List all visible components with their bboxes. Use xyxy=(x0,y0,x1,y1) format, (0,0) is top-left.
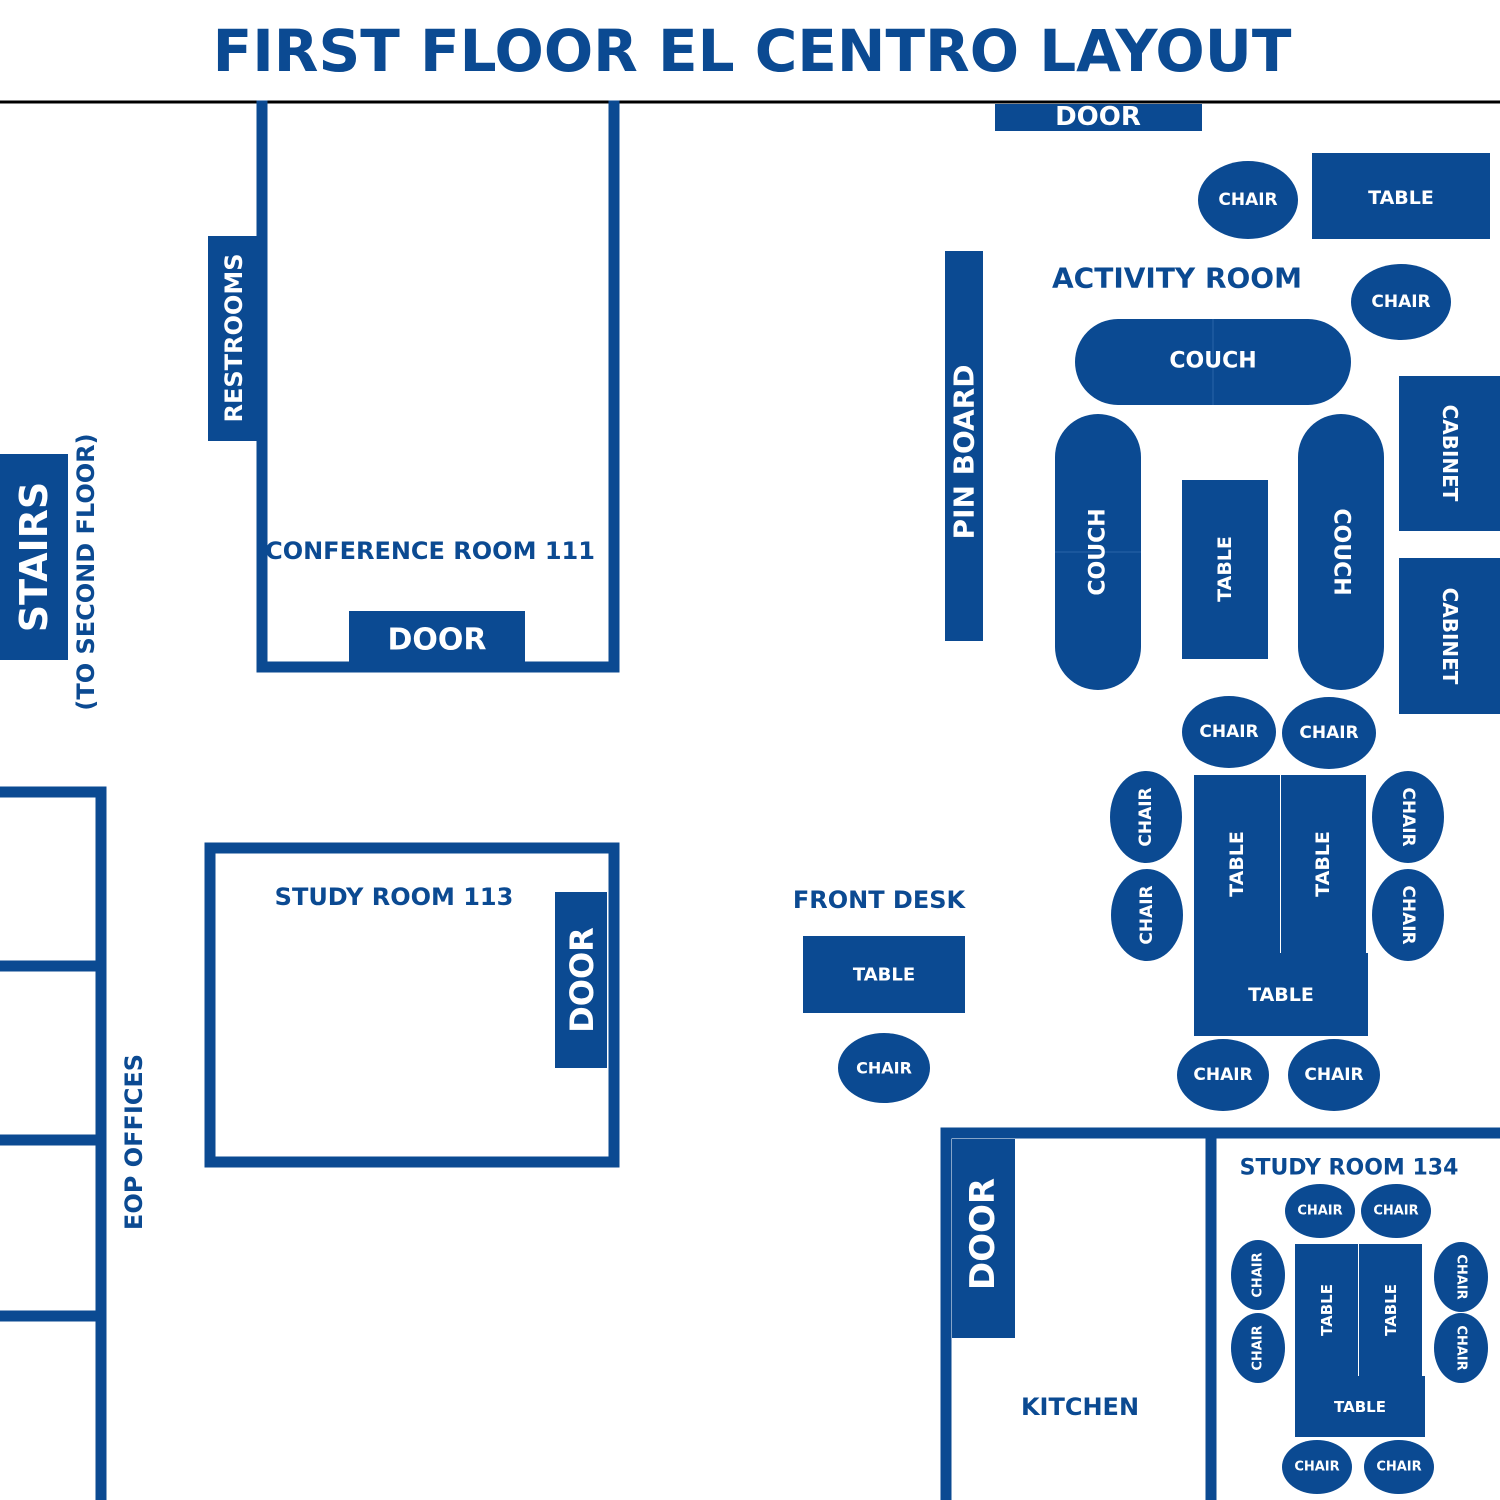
study-134-table-bottom xyxy=(1295,1376,1425,1437)
activity-chair xyxy=(1372,869,1444,961)
study-room-113-walls xyxy=(204,842,620,1168)
activity-chair-label: CHAIR xyxy=(1193,1065,1252,1085)
activity-couch-top-label: COUCH xyxy=(1169,349,1256,374)
activity-table-center xyxy=(1182,480,1268,659)
study-134-table-left xyxy=(1295,1244,1358,1376)
activity-chair-label: CHAIR xyxy=(1136,787,1156,846)
activity-table-bottom xyxy=(1194,953,1368,1036)
study-134-chair xyxy=(1231,1313,1285,1383)
study-room-134-label: STUDY ROOM 134 xyxy=(1240,1156,1459,1181)
activity-chair-label: CHAIR xyxy=(1299,723,1358,743)
conference-room-door[interactable] xyxy=(349,611,525,669)
study-134-chair xyxy=(1361,1184,1431,1238)
activity-couch-right-label: COUCH xyxy=(1329,508,1354,595)
activity-table-top xyxy=(1312,153,1490,239)
front-desk-table xyxy=(803,936,965,1013)
cabinet-bottom xyxy=(1399,558,1500,714)
activity-chair-top-left xyxy=(1198,161,1298,239)
activity-chair xyxy=(1282,697,1376,769)
cabinet-bottom-label: CABINET xyxy=(1438,588,1462,685)
activity-chair xyxy=(1288,1039,1380,1111)
eop-offices-label: EOP OFFICES xyxy=(120,1054,148,1230)
study-134-chair xyxy=(1434,1313,1488,1383)
activity-chair-top-left-label: CHAIR xyxy=(1218,190,1277,210)
study-134-chair-label: CHAIR xyxy=(1251,1252,1266,1297)
study-134-chair-label: CHAIR xyxy=(1376,1460,1421,1475)
conference-room-walls xyxy=(256,100,620,673)
stairs-block xyxy=(0,454,68,660)
study-134-chair-label: CHAIR xyxy=(1294,1460,1339,1475)
study-room-113-door[interactable] xyxy=(555,892,607,1068)
study-134-chair xyxy=(1282,1440,1352,1494)
study-134-table-right-label: TABLE xyxy=(1382,1284,1400,1336)
study-134-chair xyxy=(1285,1184,1355,1238)
restrooms-block xyxy=(208,236,260,441)
activity-room-label: ACTIVITY ROOM xyxy=(1052,262,1302,295)
eop-offices-walls xyxy=(0,786,107,1500)
activity-chair-top-right xyxy=(1351,264,1451,340)
activity-chair xyxy=(1182,696,1276,768)
activity-table-right-label: TABLE xyxy=(1312,831,1334,897)
kitchen-door[interactable] xyxy=(952,1139,1015,1338)
study-134-chair xyxy=(1434,1242,1488,1312)
activity-chair-label: CHAIR xyxy=(1199,722,1258,742)
conference-room-door-label: DOOR xyxy=(387,623,486,658)
activity-chair-label: CHAIR xyxy=(1398,885,1418,944)
activity-chair xyxy=(1372,771,1444,863)
activity-couch-left-label: COUCH xyxy=(1086,508,1111,595)
study-134-chair xyxy=(1231,1240,1285,1310)
pin-board xyxy=(945,251,983,641)
entrance-door-label: DOOR xyxy=(1055,102,1141,132)
study-134-table-left-label: TABLE xyxy=(1318,1284,1336,1336)
activity-chair-top-right-label: CHAIR xyxy=(1371,292,1430,312)
entrance-door[interactable] xyxy=(995,104,1202,131)
study-134-chair xyxy=(1364,1440,1434,1494)
kitchen-label: KITCHEN xyxy=(1021,1393,1139,1421)
stairs-note: (TO SECOND FLOOR) xyxy=(72,433,100,710)
stairs-label: STAIRS xyxy=(12,482,56,633)
activity-table-center-label: TABLE xyxy=(1214,536,1236,602)
page-title: FIRST FLOOR EL CENTRO LAYOUT xyxy=(213,17,1292,85)
study-134-chair-label: CHAIR xyxy=(1454,1325,1469,1370)
restrooms-label: RESTROOMS xyxy=(220,254,248,423)
front-desk-label: FRONT DESK xyxy=(793,886,967,914)
activity-table-left-label: TABLE xyxy=(1226,831,1248,897)
activity-table-top-label: TABLE xyxy=(1368,187,1434,209)
conference-room-label: CONFERENCE ROOM 111 xyxy=(265,537,595,565)
activity-chair-label: CHAIR xyxy=(1398,787,1418,846)
cabinet-top xyxy=(1399,376,1500,531)
pin-board-label: PIN BOARD xyxy=(948,365,981,540)
activity-table-right xyxy=(1281,775,1366,953)
activity-couch-right xyxy=(1298,414,1384,690)
activity-chair xyxy=(1110,771,1182,863)
study-134-table-bottom-label: TABLE xyxy=(1334,1398,1386,1416)
study-134-chair-label: CHAIR xyxy=(1297,1204,1342,1219)
activity-chair-label: CHAIR xyxy=(1137,885,1157,944)
activity-chair-label: CHAIR xyxy=(1304,1065,1363,1085)
cabinet-top-label: CABINET xyxy=(1438,405,1462,502)
activity-chair xyxy=(1177,1039,1269,1111)
study-134-chair-label: CHAIR xyxy=(1454,1254,1469,1299)
front-desk-chair xyxy=(838,1033,930,1103)
study-room-113-door-label: DOOR xyxy=(563,927,601,1033)
front-desk-chair-label: CHAIR xyxy=(856,1059,912,1078)
kitchen-door-label: DOOR xyxy=(963,1178,1003,1290)
study-room-113-label: STUDY ROOM 113 xyxy=(275,883,514,911)
study-134-chair-label: CHAIR xyxy=(1251,1325,1266,1370)
study-134-chair-label: CHAIR xyxy=(1373,1204,1418,1219)
study-134-table-right xyxy=(1359,1244,1422,1376)
activity-table-left xyxy=(1194,775,1280,953)
activity-chair xyxy=(1111,869,1183,961)
kitchen-study-walls xyxy=(940,1127,1500,1500)
activity-table-bottom-label: TABLE xyxy=(1248,984,1314,1006)
front-desk-table-label: TABLE xyxy=(853,965,915,986)
